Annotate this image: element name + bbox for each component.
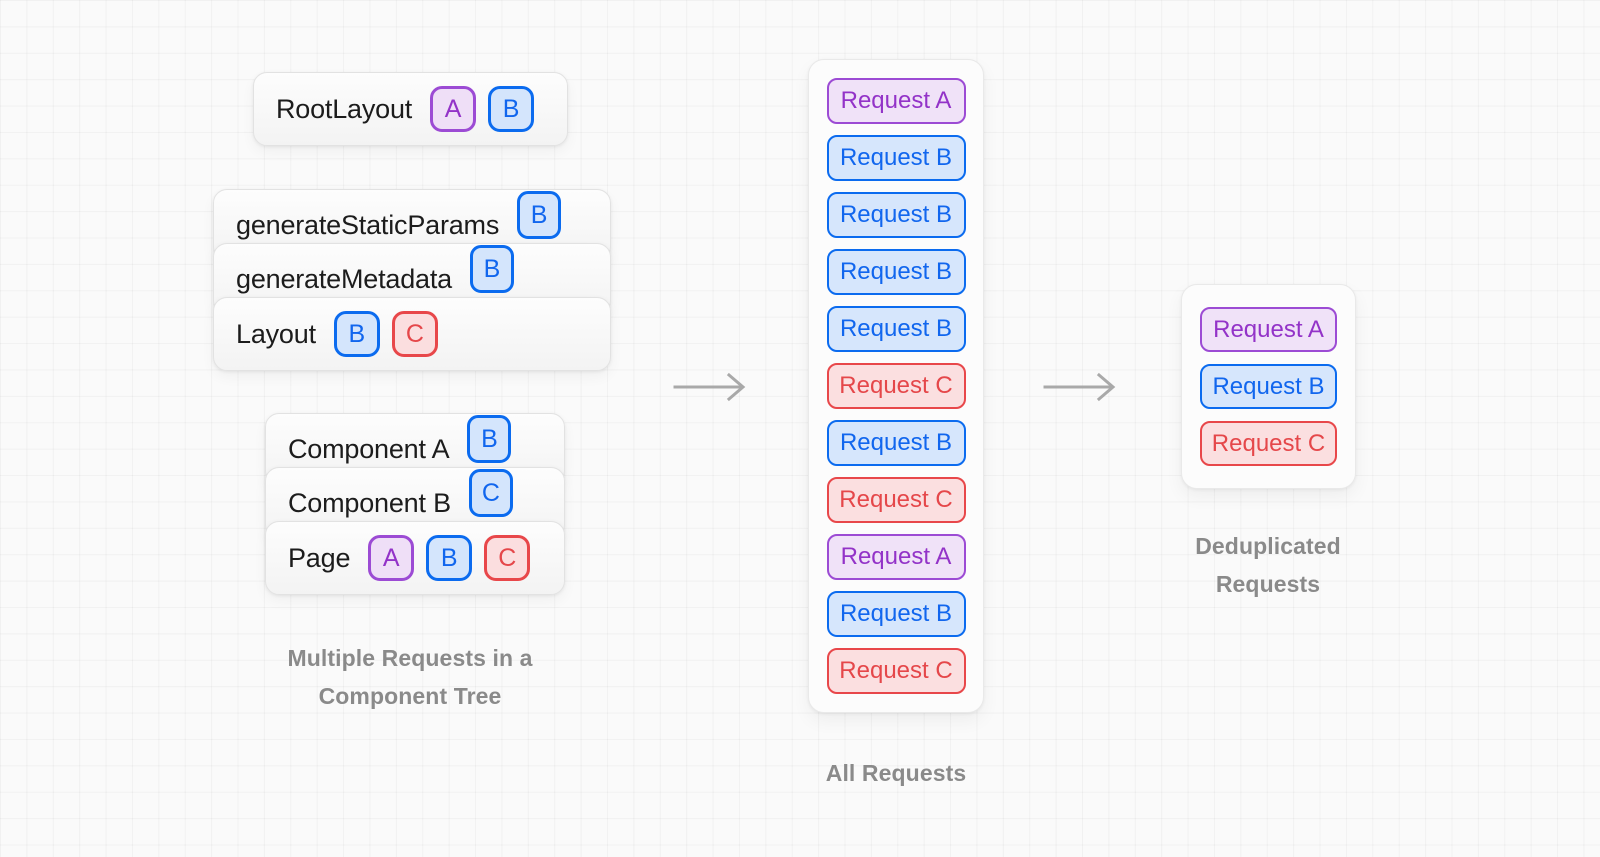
card-page[interactable]: Page A B C bbox=[265, 521, 565, 595]
caption-line-1: Multiple Requests in a bbox=[287, 645, 533, 671]
request-chip[interactable]: Request C bbox=[826, 363, 966, 409]
deduplicated-requests-caption: Deduplicated Requests bbox=[1118, 528, 1418, 604]
caption-line-1: All Requests bbox=[825, 760, 967, 786]
badge-group: B bbox=[517, 191, 562, 239]
caption-line-2: Requests bbox=[1215, 570, 1321, 597]
badge-b: B bbox=[517, 191, 562, 239]
arrow-tree-to-all bbox=[673, 372, 746, 402]
badge-group: B bbox=[467, 415, 512, 463]
badge-a: A bbox=[430, 86, 477, 132]
badge-group: A B bbox=[430, 86, 535, 132]
badge-group: C bbox=[468, 469, 513, 517]
request-chip[interactable]: Request B bbox=[826, 306, 966, 352]
badge-b: B bbox=[469, 245, 514, 293]
request-chip[interactable]: Request C bbox=[826, 477, 966, 523]
badge-c-in-blue: C bbox=[468, 469, 513, 517]
badge-b: B bbox=[333, 311, 380, 357]
card-label: Component A bbox=[288, 433, 450, 464]
badge-group: A B C bbox=[368, 535, 531, 581]
caption-line-1: Deduplicated bbox=[1195, 533, 1341, 559]
card-label: RootLayout bbox=[276, 93, 413, 124]
badge-c: C bbox=[484, 535, 531, 581]
request-chip[interactable]: Request C bbox=[826, 648, 966, 694]
badge-b: B bbox=[426, 535, 473, 581]
badge-a: A bbox=[368, 535, 415, 581]
card-root-layout[interactable]: RootLayout A B bbox=[253, 72, 568, 146]
card-label: generateMetadata bbox=[236, 263, 452, 294]
arrow-all-to-dedup bbox=[1043, 372, 1116, 402]
card-label: Page bbox=[288, 542, 351, 573]
request-chip[interactable]: Request B bbox=[1200, 364, 1337, 409]
caption-line-2: Component Tree bbox=[318, 682, 502, 709]
request-chip[interactable]: Request B bbox=[826, 135, 966, 181]
request-chip[interactable]: Request B bbox=[826, 420, 966, 466]
all-requests-panel: Request A Request B Request B Request B … bbox=[808, 59, 984, 713]
request-chip[interactable]: Request B bbox=[826, 192, 966, 238]
badge-group: B C bbox=[333, 311, 438, 357]
badge-c: C bbox=[391, 311, 438, 357]
badge-group: B bbox=[469, 245, 514, 293]
request-chip[interactable]: Request C bbox=[1200, 421, 1337, 466]
request-chip[interactable]: Request B bbox=[826, 591, 966, 637]
badge-b: B bbox=[467, 415, 512, 463]
request-chip[interactable]: Request A bbox=[826, 534, 966, 580]
all-requests-caption: All Requests bbox=[746, 755, 1046, 793]
component-tree-caption: Multiple Requests in a Component Tree bbox=[205, 640, 615, 716]
card-label: Component B bbox=[288, 487, 451, 518]
badge-b: B bbox=[488, 86, 535, 132]
request-chip[interactable]: Request A bbox=[826, 78, 966, 124]
request-chip[interactable]: Request A bbox=[1200, 307, 1337, 352]
card-layout[interactable]: Layout B C bbox=[213, 297, 611, 371]
card-label: Layout bbox=[236, 318, 316, 349]
deduplicated-requests-panel: Request A Request B Request C bbox=[1181, 284, 1356, 489]
request-chip[interactable]: Request B bbox=[826, 249, 966, 295]
card-label: generateStaticParams bbox=[236, 209, 500, 240]
